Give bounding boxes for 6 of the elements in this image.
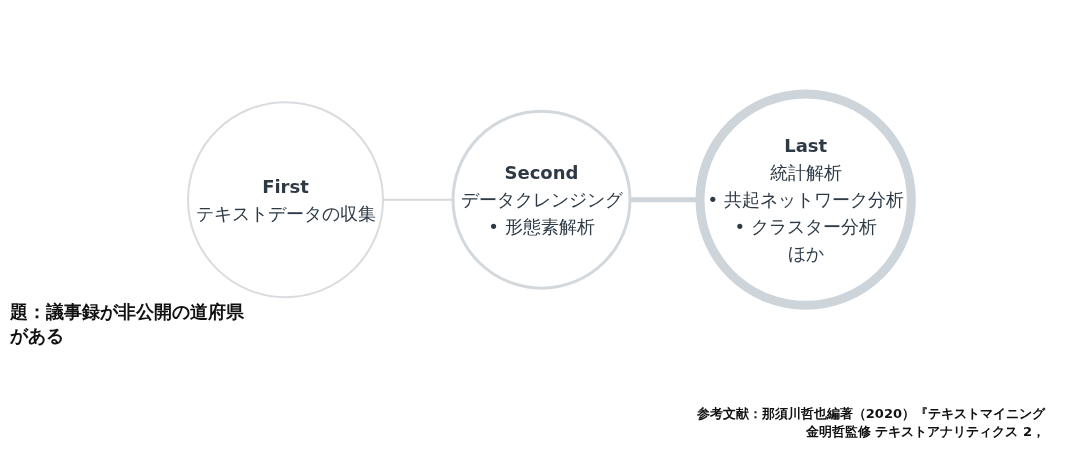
note-text: 題：議事録が非公開の道府県がある bbox=[10, 300, 245, 348]
reference-text: 参考文献：那須川哲也編著（2020）『テキストマイニング bbox=[696, 405, 1045, 423]
node-circle: Last 統計解析 • 共起ネットワーク分析 • クラスター分析 ほか bbox=[695, 89, 917, 311]
node-circle: First テキストデータの収集 bbox=[187, 101, 385, 299]
reference-text: 金明哲監修 テキストアナリティクス 2， bbox=[804, 423, 1045, 441]
node-circle: Second データクレンジング • 形態素解析 bbox=[451, 110, 632, 290]
